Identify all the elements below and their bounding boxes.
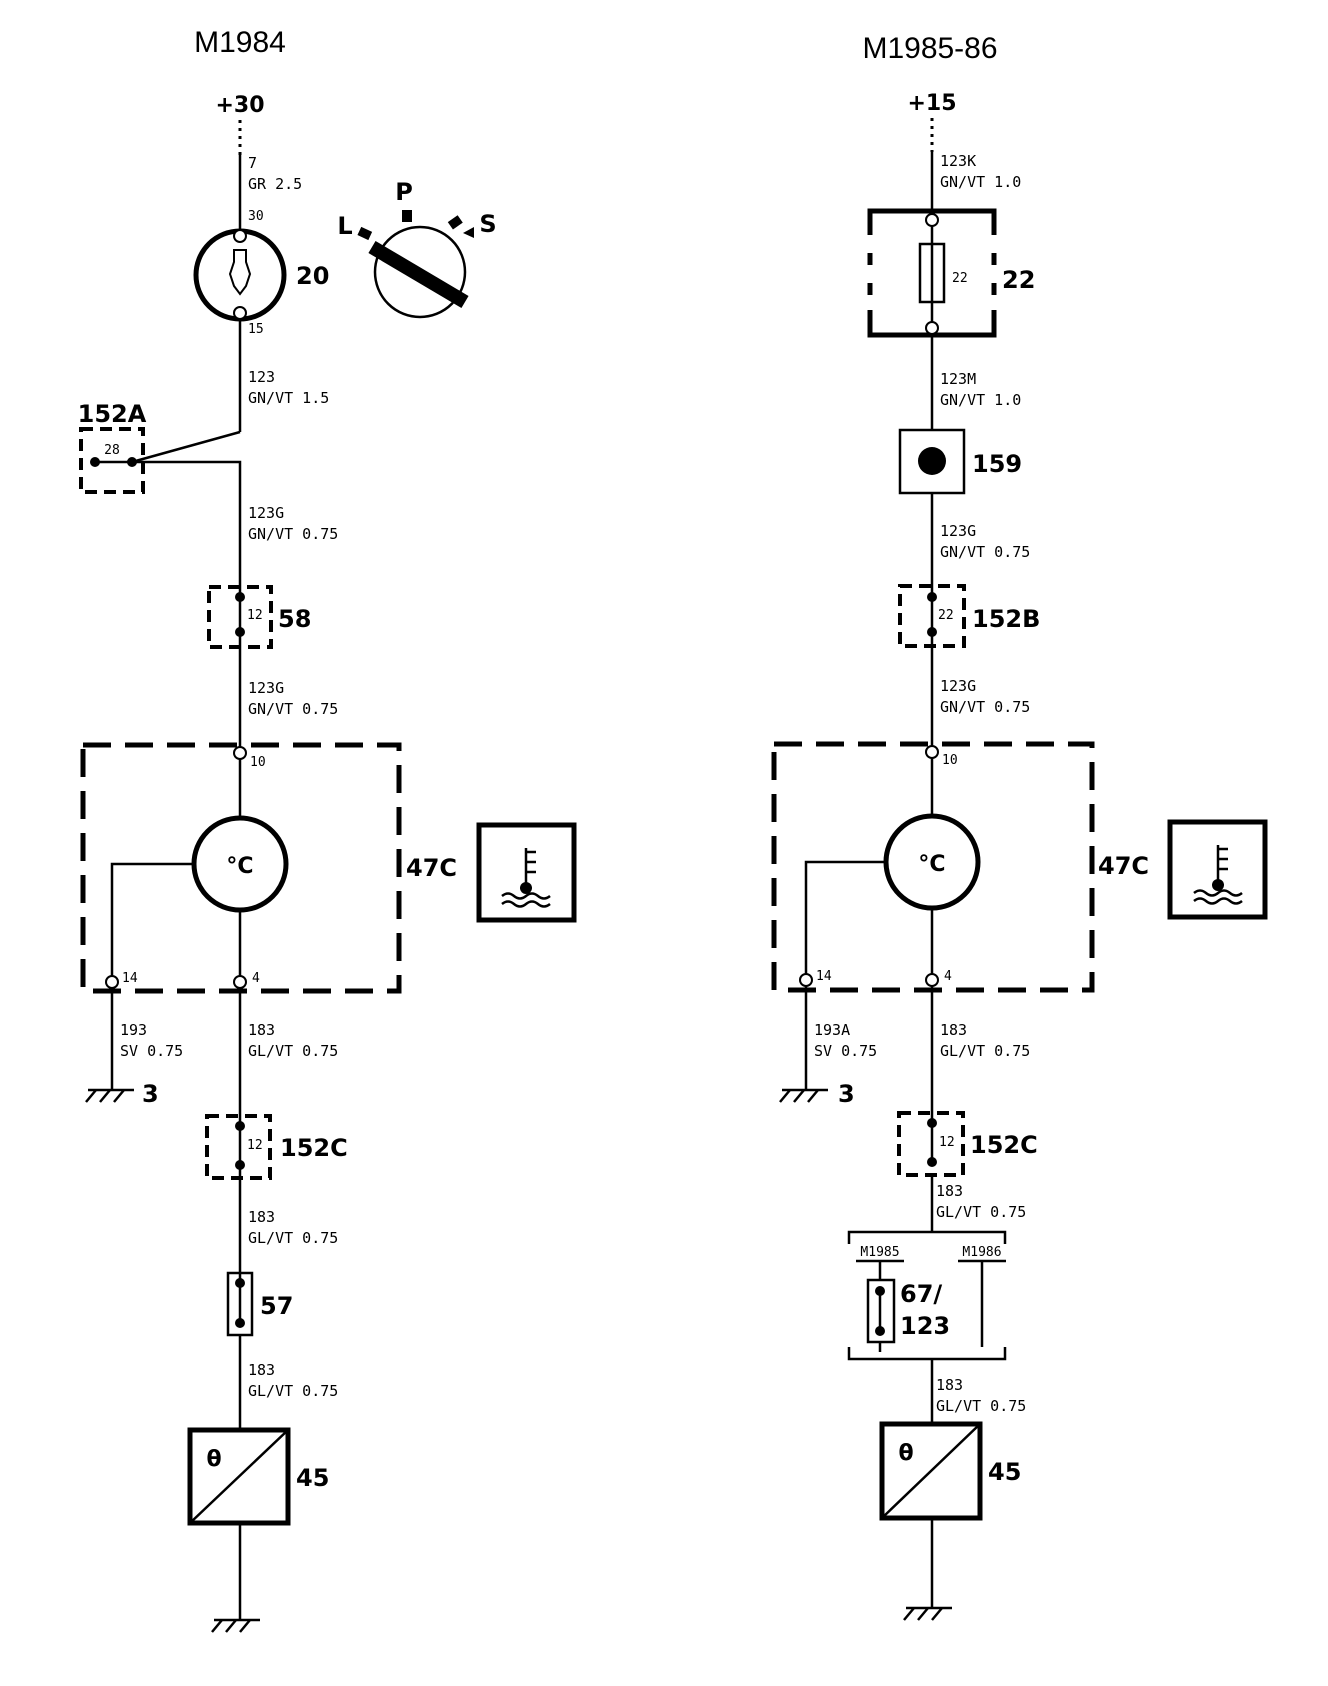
- title-left: M1984: [194, 26, 286, 59]
- wire-183-right-c-num: 183: [936, 1376, 963, 1394]
- wire-193-spec: SV 0.75: [120, 1042, 183, 1060]
- pin-4: 4: [252, 971, 260, 986]
- label-45-left: 45: [296, 1464, 329, 1492]
- coolant-temp-icon: [476, 822, 577, 923]
- pin-12-b: 12: [247, 1138, 263, 1153]
- pin-14-right: 14: [816, 969, 832, 984]
- wire-183-right-b-spec: GL/VT 0.75: [936, 1203, 1026, 1221]
- wire-193a-spec: SV 0.75: [814, 1042, 877, 1060]
- wire-123g-b-num: 123G: [248, 679, 284, 697]
- wire-123g-a-num: 123G: [248, 504, 284, 522]
- pin-14: 14: [122, 971, 138, 986]
- supply-right: +15: [907, 91, 956, 116]
- label-22: 22: [1002, 266, 1035, 294]
- label-152b: 152B: [972, 605, 1040, 633]
- wire-123m-num: 123M: [940, 370, 976, 388]
- wire-123k-spec: GN/VT 1.0: [940, 173, 1021, 191]
- label-152c-right: 152C: [970, 1131, 1038, 1159]
- ignition-switch: [193, 228, 287, 322]
- wire-183-right-c-spec: GL/VT 0.75: [936, 1397, 1026, 1415]
- coolant-temp-icon-right: [1167, 819, 1268, 920]
- wire-7-spec: GR 2.5: [248, 175, 302, 193]
- label-ground-3-right: 3: [838, 1080, 855, 1108]
- variant-bracket-top: [847, 1230, 1007, 1244]
- key-icon: [228, 249, 252, 296]
- connector-152a: [79, 427, 145, 494]
- wire-183-right-a-spec: GL/VT 0.75: [940, 1042, 1030, 1060]
- pin-4-right: 4: [944, 969, 952, 984]
- label-159: 159: [972, 450, 1022, 478]
- title-right: M1985-86: [862, 32, 997, 65]
- wire-183-b-spec: GL/VT 0.75: [248, 1229, 338, 1247]
- label-ground-3: 3: [142, 1080, 159, 1108]
- label-152c: 152C: [280, 1134, 348, 1162]
- pin-10-right: 10: [942, 753, 958, 768]
- wire-183-right-a-num: 183: [940, 1021, 967, 1039]
- wire-183-b-num: 183: [248, 1208, 275, 1226]
- variant-m1985: M1985: [860, 1245, 899, 1260]
- circuit-m1985-86: M1985-86 +15 123K GN/VT 1.0 22 22 123M G…: [771, 32, 1268, 1621]
- wire-123g-b-spec: GN/VT 0.75: [248, 700, 338, 718]
- label-58: 58: [278, 605, 311, 633]
- wire-123k-num: 123K: [940, 152, 976, 170]
- wire-123g-a-spec: GN/VT 0.75: [248, 525, 338, 543]
- connector-152c: [205, 1114, 272, 1180]
- wire-183-a-num: 183: [248, 1021, 275, 1039]
- label-57: 57: [260, 1292, 293, 1320]
- wire-193a-num: 193A: [814, 1021, 850, 1039]
- wire-123-num: 123: [248, 368, 275, 386]
- variant-bracket-bottom: [847, 1347, 1007, 1361]
- wire-183-c-num: 183: [248, 1361, 275, 1379]
- wire-123g-right-b-spec: GN/VT 0.75: [940, 698, 1030, 716]
- pin-12-right: 12: [939, 1135, 955, 1150]
- label-123: 123: [900, 1312, 950, 1340]
- supply-left: +30: [215, 93, 264, 118]
- pin-22-fuse: 22: [952, 271, 968, 286]
- pin-10: 10: [250, 755, 266, 770]
- wire-183-c-spec: GL/VT 0.75: [248, 1382, 338, 1400]
- pin-22: 22: [938, 608, 954, 623]
- label-45-right: 45: [988, 1458, 1021, 1486]
- wire-123g-a: [132, 460, 242, 595]
- wire-123-spec: GN/VT 1.5: [248, 389, 329, 407]
- pin-12-a: 12: [247, 608, 263, 623]
- pin-15: 15: [248, 322, 264, 337]
- variant-m1986: M1986: [962, 1245, 1001, 1260]
- label-47c: 47C: [406, 854, 457, 882]
- gauge-unit-right: °C: [918, 852, 945, 877]
- wire-183-right-b-num: 183: [936, 1182, 963, 1200]
- label-47c-right: 47C: [1098, 852, 1149, 880]
- wire-123m-spec: GN/VT 1.0: [940, 391, 1021, 409]
- wire-123g-right-b-num: 123G: [940, 677, 976, 695]
- wire-123g-right-a-num: 123G: [940, 522, 976, 540]
- label-20: 20: [296, 262, 329, 290]
- pin-30: 30: [248, 209, 264, 224]
- switch-position-dial: [373, 225, 467, 319]
- wire-7-num: 7: [248, 154, 257, 172]
- wire-193-num: 193: [120, 1021, 147, 1039]
- switch-pos-l: L: [337, 212, 352, 240]
- sender-theta-right: θ: [898, 1441, 913, 1466]
- label-67: 67/: [900, 1280, 942, 1308]
- gauge-unit: °C: [226, 854, 253, 879]
- label-152a: 152A: [78, 400, 147, 428]
- switch-pos-s: S: [479, 210, 496, 238]
- circuit-m1984: M1984 +30 7 GR 2.5 30 15 20 L P S 123 GN…: [78, 26, 577, 1633]
- wire-183-a-spec: GL/VT 0.75: [248, 1042, 338, 1060]
- pin-28: 28: [104, 443, 120, 458]
- wire-123g-right-a-spec: GN/VT 0.75: [940, 543, 1030, 561]
- sender-theta-left: θ: [206, 1447, 221, 1472]
- switch-pos-p: P: [395, 178, 413, 206]
